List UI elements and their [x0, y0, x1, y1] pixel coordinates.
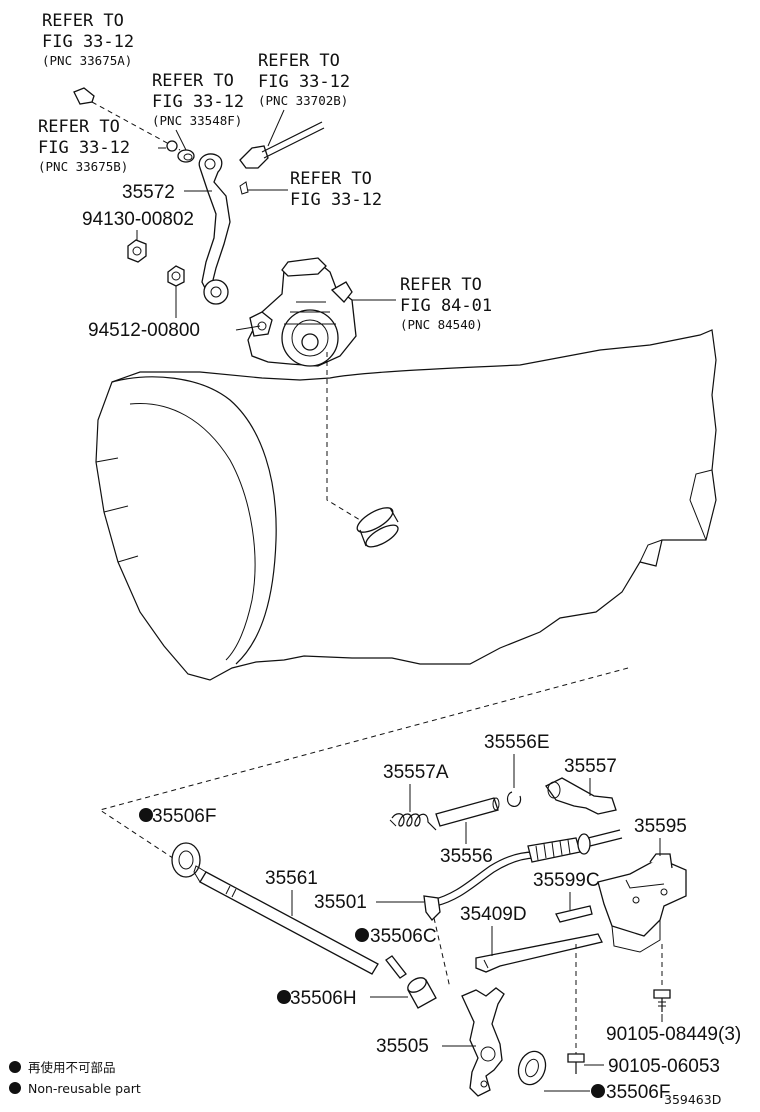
non-reusable-dot-icon: [9, 1082, 21, 1094]
reference-label-2: REFER TO FIG 33-12 (PNC 33548F): [152, 71, 244, 128]
spring-35557A: [389, 813, 437, 831]
label-35506C: 35506C: [370, 926, 437, 947]
nut-94130-00802: [127, 239, 147, 263]
manual-lever: [198, 121, 325, 305]
pin-33675A: [73, 87, 95, 105]
label-35409D: 35409D: [460, 904, 527, 925]
oil-seal-35506F-bottom: [517, 1050, 547, 1086]
legend-en: Non-reusable part: [28, 1081, 141, 1096]
neutral-start-switch: [247, 257, 357, 367]
label-35556: 35556: [440, 846, 493, 867]
svg-text:(PNC 33702B): (PNC 33702B): [258, 93, 348, 108]
holder-35557: [545, 777, 617, 815]
label-35557: 35557: [564, 756, 617, 777]
svg-text:REFER TO: REFER TO: [152, 71, 234, 91]
pin-35506C: [385, 955, 407, 979]
non-reusable-dot-icon: [591, 1084, 605, 1098]
svg-text:FIG 84-01: FIG 84-01: [400, 296, 492, 316]
oil-seal-35506F-top: [171, 842, 201, 878]
svg-text:(PNC 33548F): (PNC 33548F): [152, 113, 242, 128]
non-reusable-dot-icon: [355, 928, 369, 942]
svg-text:REFER TO: REFER TO: [290, 169, 372, 189]
bolt-90105-08449: [653, 989, 671, 1012]
label-35561: 35561: [265, 868, 318, 889]
svg-text:FIG 33-12: FIG 33-12: [42, 32, 134, 52]
reference-label-5: REFER TO FIG 33-12: [290, 169, 382, 210]
label-35556E: 35556E: [484, 732, 550, 753]
label-35506F-top: 35506F: [152, 806, 216, 827]
svg-text:FIG 33-12: FIG 33-12: [258, 72, 350, 92]
label-35506F-bottom: 35506F: [606, 1082, 670, 1103]
figure-id: 359463D: [664, 1092, 721, 1107]
svg-text:REFER TO: REFER TO: [38, 117, 120, 137]
svg-text:FIG 33-12: FIG 33-12: [152, 92, 244, 112]
shaft-35561: [193, 865, 379, 975]
washer-94512-00800: [167, 265, 185, 287]
svg-text:FIG 33-12: FIG 33-12: [38, 138, 130, 158]
label-35506H: 35506H: [290, 988, 357, 1009]
legend: 再使用不可部品 Non-reusable part: [9, 1060, 141, 1096]
bushing-35506H: [407, 977, 437, 1009]
label-35505: 35505: [376, 1036, 429, 1057]
bracket-35595: [597, 853, 687, 953]
label-90105-06053: 90105-06053: [608, 1056, 720, 1077]
svg-text:(PNC 33675A): (PNC 33675A): [42, 53, 132, 68]
svg-text:REFER TO: REFER TO: [400, 275, 482, 295]
washer-33675B: [166, 140, 178, 152]
label-94130-00802: 94130-00802: [82, 209, 194, 230]
bolt-90105-06053: [567, 1053, 585, 1074]
svg-text:REFER TO: REFER TO: [42, 11, 124, 31]
label-35501: 35501: [314, 892, 367, 913]
plate-35599C: [555, 905, 593, 923]
pin-35556: [435, 797, 500, 827]
cable-35501: [423, 829, 623, 921]
label-35572: 35572: [122, 182, 175, 203]
reference-label-4: REFER TO FIG 33-12 (PNC 33675B): [38, 117, 130, 174]
reference-label-3: REFER TO FIG 33-12 (PNC 33702B): [258, 51, 350, 108]
svg-text:(PNC 33675B): (PNC 33675B): [38, 159, 128, 174]
non-reusable-dot-icon: [139, 808, 153, 822]
label-35595: 35595: [634, 816, 687, 837]
non-reusable-dot-icon: [9, 1061, 21, 1073]
reference-label-1: REFER TO FIG 33-12 (PNC 33675A): [42, 11, 134, 68]
svg-text:REFER TO: REFER TO: [258, 51, 340, 71]
lever-35505: [461, 987, 505, 1097]
label-90105-08449: 90105-08449(3): [606, 1024, 741, 1045]
label-94512-00800: 94512-00800: [88, 320, 200, 341]
clip-35556E: [506, 791, 522, 807]
transmission-case: [95, 329, 717, 681]
reference-label-6: REFER TO FIG 84-01 (PNC 84540): [400, 275, 492, 332]
spring-35409D: [475, 933, 603, 973]
svg-text:(PNC 84540): (PNC 84540): [400, 317, 483, 332]
legend-jp: 再使用不可部品: [28, 1060, 116, 1075]
label-35557A: 35557A: [383, 762, 449, 783]
label-35599C: 35599C: [533, 870, 600, 891]
svg-text:FIG 33-12: FIG 33-12: [290, 190, 382, 210]
non-reusable-dot-icon: [277, 990, 291, 1004]
collar-33548F: [177, 149, 195, 163]
